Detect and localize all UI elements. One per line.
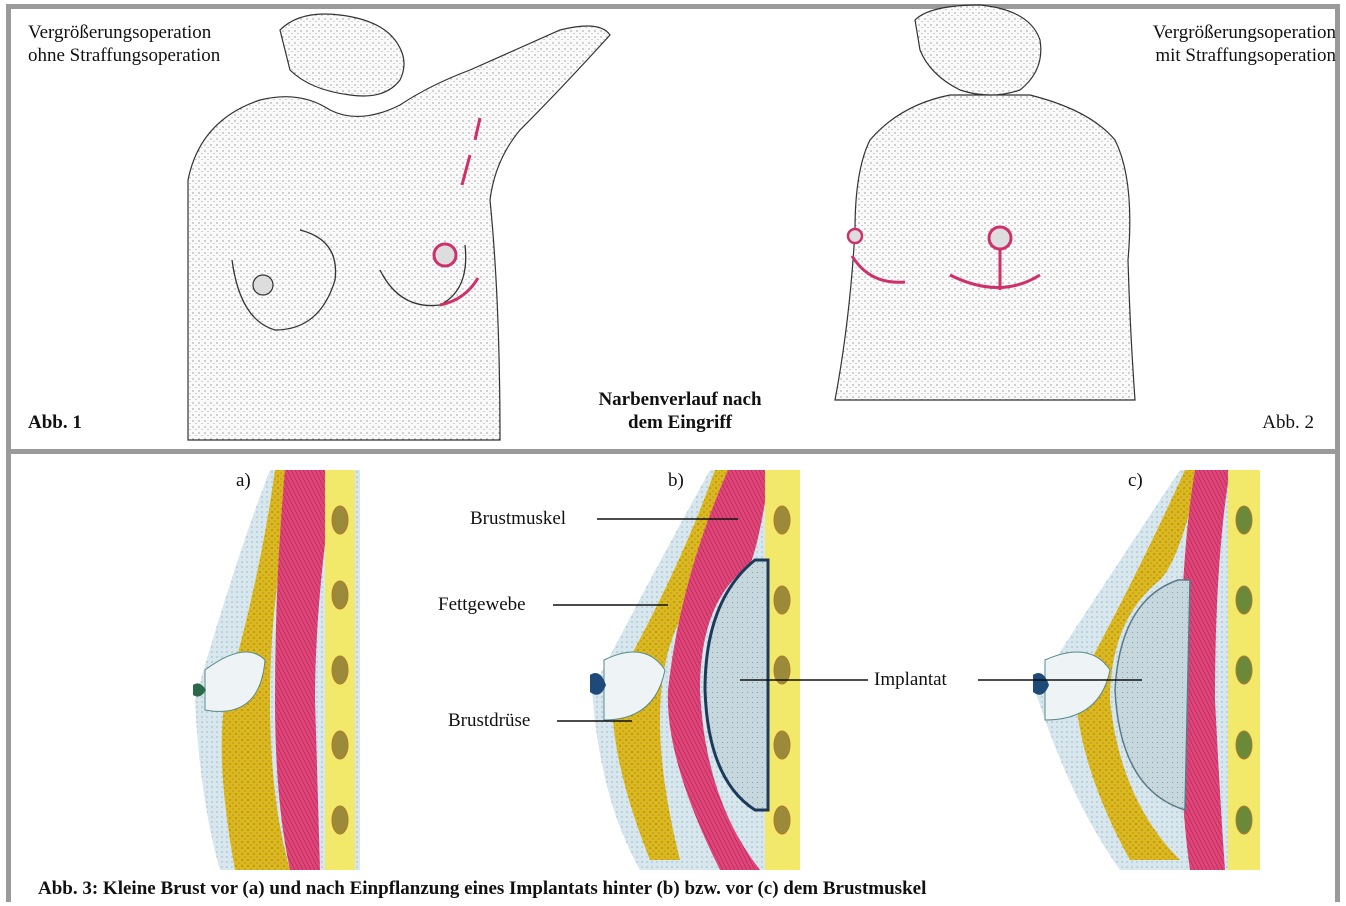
label-muscle: Brustmuskel bbox=[470, 508, 566, 529]
figure-2-torso bbox=[835, 5, 1135, 400]
fig2-label: Abb. 2 bbox=[1262, 412, 1314, 433]
label-fat: Fettgewebe bbox=[438, 594, 526, 615]
fig1-title-line2: ohne Straffungsoperation bbox=[28, 45, 220, 66]
fig2-title-line1: Vergrößerungsoperation bbox=[1153, 22, 1336, 43]
panel-c-label: c) bbox=[1128, 470, 1143, 491]
cross-section-b bbox=[590, 470, 800, 870]
label-gland: Brustdrüse bbox=[448, 710, 530, 731]
fig1-label: Abb. 1 bbox=[28, 412, 82, 433]
figure-3-caption: Abb. 3: Kleine Brust vor (a) und nach Ei… bbox=[38, 878, 926, 899]
figure-1-torso bbox=[188, 14, 610, 440]
center-caption-line1: Narbenverlauf nach bbox=[560, 389, 800, 410]
cross-section-a bbox=[193, 470, 360, 870]
label-implant: Implantat bbox=[874, 669, 947, 690]
fig2-title-line2: mit Straffungsoperation bbox=[1155, 45, 1336, 66]
cross-section-c bbox=[1033, 470, 1260, 870]
panel-b-label: b) bbox=[668, 470, 684, 491]
panel-a-label: a) bbox=[236, 470, 251, 491]
center-caption-line2: dem Eingriff bbox=[560, 412, 800, 433]
fig1-title-line1: Vergrößerungsoperation bbox=[28, 22, 211, 43]
